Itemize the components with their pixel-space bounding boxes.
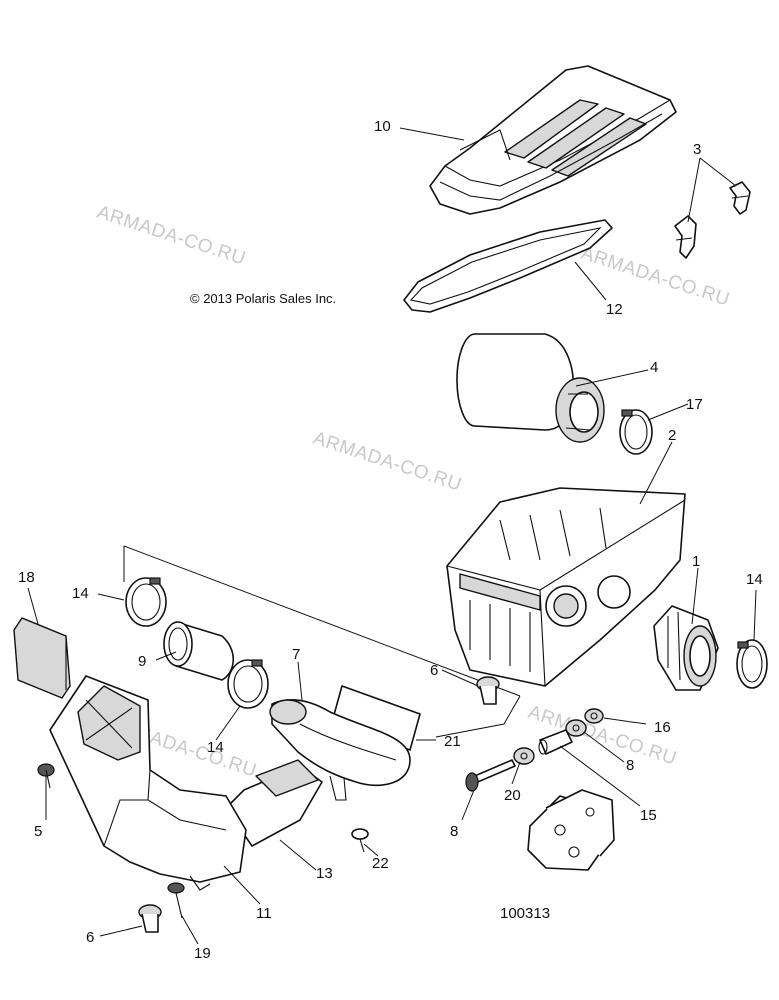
airbox-base — [446, 487, 686, 687]
label-sheet — [331, 685, 421, 751]
airbox-cover — [429, 65, 677, 215]
hose-clamp-left-top — [125, 577, 167, 627]
rubber-grommet-upper — [476, 676, 500, 705]
leader-lines — [27, 127, 757, 945]
callout-label: 5 — [34, 823, 42, 840]
intake-boot — [653, 605, 719, 691]
copyright-text: © 2013 Polaris Sales Inc. — [190, 291, 336, 306]
tube-coupler — [163, 621, 235, 681]
callout-label: 18 — [18, 569, 35, 586]
mounting-bolt — [465, 759, 516, 792]
assembly-bracket-line — [123, 545, 521, 738]
callout-label: 14 — [207, 739, 224, 756]
callout-label: 13 — [316, 865, 333, 882]
watermark: ARMADA-CO.RU — [578, 243, 732, 311]
callout-label: 6 — [86, 929, 94, 946]
callout-label: 12 — [606, 301, 623, 318]
push-rivet — [351, 828, 369, 853]
screw-fastener — [37, 763, 55, 789]
filter-block — [13, 617, 71, 699]
washer-upper — [565, 719, 587, 737]
callout-label: 6 — [430, 662, 438, 679]
callout-label: 17 — [686, 396, 703, 413]
callout-label: 15 — [640, 807, 657, 824]
callout-label: 8 — [626, 757, 634, 774]
watermark: ARMADA-CO.RU — [310, 428, 464, 496]
intake-housing — [49, 675, 247, 891]
hose-clamp-right — [736, 639, 768, 689]
callout-label: 21 — [444, 733, 461, 750]
callout-label: 1 — [692, 553, 700, 570]
flange-nut — [584, 708, 604, 724]
callout-label: 8 — [450, 823, 458, 840]
callout-labels: 10 3 12 4 17 2 1 14 18 14 9 14 7 6 16 21… — [18, 118, 763, 962]
air-filter — [456, 333, 605, 443]
flange-bolt — [167, 882, 185, 919]
callout-label: 9 — [138, 653, 146, 670]
callout-label: 14 — [746, 571, 763, 588]
rubber-grommet-lower — [138, 904, 162, 933]
figure-number: 100313 — [500, 905, 550, 922]
watermark: ARMADA-CO.RU — [94, 202, 248, 270]
callout-label: 11 — [256, 905, 272, 922]
airbox-gasket — [403, 219, 613, 313]
callout-label: 14 — [72, 585, 89, 602]
intake-tube — [269, 699, 411, 801]
hose-clamp — [619, 409, 653, 455]
callout-label: 20 — [504, 787, 521, 804]
washer-lower — [513, 747, 535, 765]
callout-label: 22 — [372, 855, 389, 872]
callout-label: 19 — [194, 945, 211, 962]
callout-label: 7 — [292, 646, 300, 663]
callout-label: 3 — [693, 141, 701, 158]
mounting-bracket — [527, 789, 615, 871]
callout-label: 4 — [650, 359, 658, 376]
spacer-sleeve — [538, 729, 573, 755]
callout-label: 10 — [374, 118, 391, 135]
hose-clamp-left-bottom — [227, 659, 269, 709]
callout-label: 16 — [654, 719, 671, 736]
duct-section — [225, 759, 323, 847]
clip-pair — [674, 181, 751, 259]
callout-label: 2 — [668, 427, 676, 444]
